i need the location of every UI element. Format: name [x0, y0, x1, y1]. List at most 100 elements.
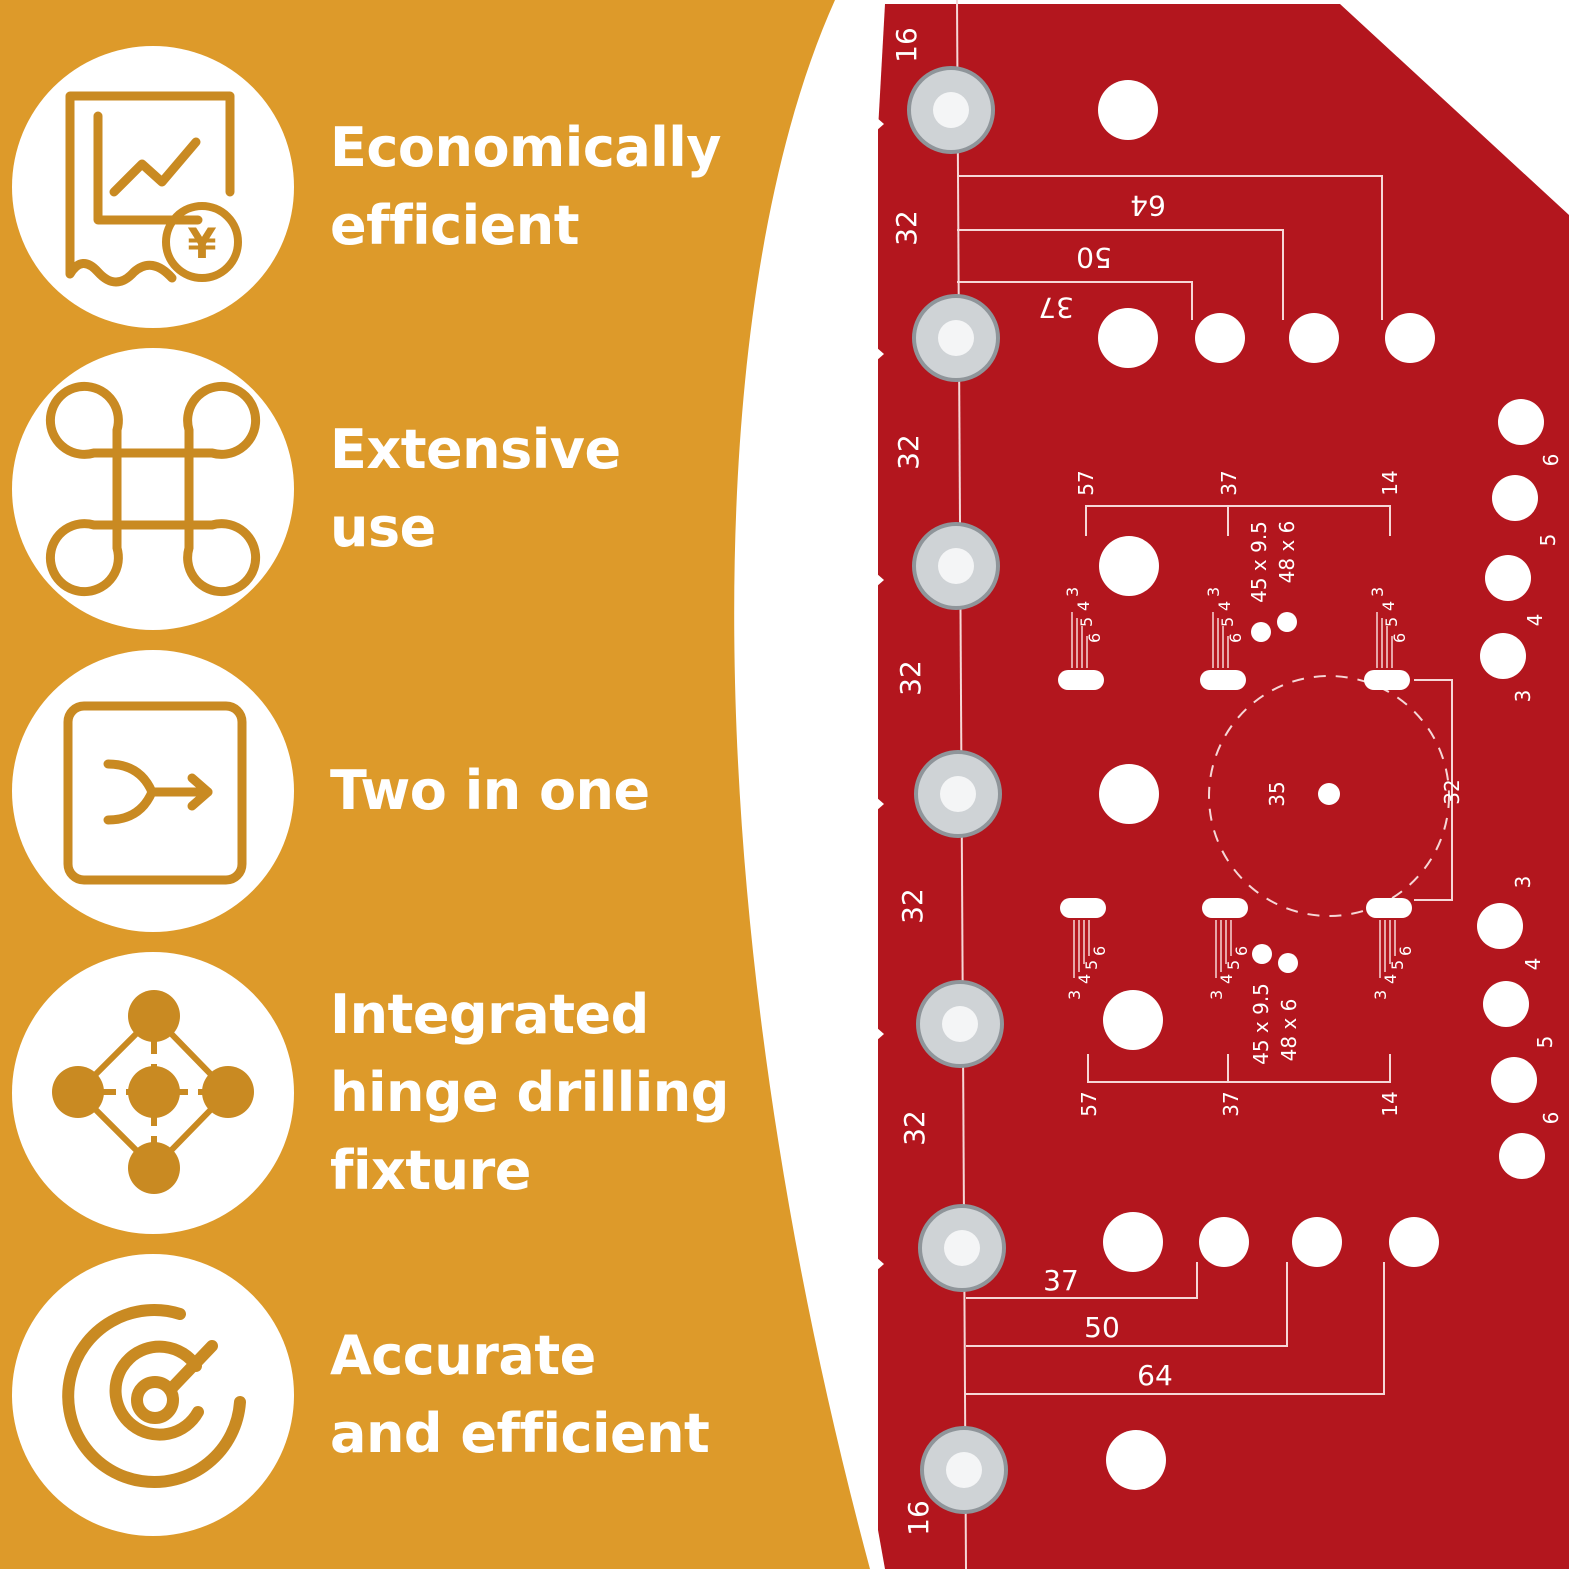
- feature-text-line: Extensive: [330, 418, 621, 481]
- edge-notches: [868, 110, 884, 1278]
- scale-digits-bottom: 3 4 5 6 3 4 5 6 3 4 5 6: [1065, 946, 1415, 1000]
- bottom-dim-label: 50: [1084, 1311, 1120, 1344]
- center-label: 32: [1440, 779, 1464, 804]
- column-label: 14: [1378, 1091, 1402, 1116]
- hinge-size-label: 45 x 9.5: [1249, 983, 1273, 1065]
- right-hole-label: 4: [1521, 958, 1545, 971]
- feature-text: Economically efficient: [330, 46, 721, 328]
- feature-text-line: Integrated: [330, 983, 649, 1046]
- scale-digit: 5: [1077, 617, 1096, 627]
- right-hole-label: 6: [1539, 1112, 1563, 1125]
- scale-digit: 5: [1388, 960, 1407, 970]
- feature-text: Two in one: [330, 650, 650, 932]
- scale-digit: 6: [1085, 633, 1104, 643]
- scale-digit: 6: [1090, 946, 1109, 956]
- feature-icon-circle: [12, 1254, 294, 1536]
- feature-text-line: Accurate: [330, 1324, 596, 1387]
- scale-digit: 3: [1063, 587, 1082, 597]
- bushing: [918, 1204, 1006, 1292]
- scale-digit: 5: [1382, 617, 1401, 627]
- bushing: [916, 980, 1004, 1068]
- scale-digit: 6: [1390, 633, 1409, 643]
- yen-symbol: ¥: [187, 219, 216, 268]
- feature-integrated-hinge-drilling: Integrated hinge drilling fixture: [12, 952, 812, 1242]
- feature-icon-circle: [12, 348, 294, 630]
- feature-text: Integrated hinge drilling fixture: [330, 952, 729, 1234]
- network-nodes-icon: [52, 990, 254, 1194]
- feature-icon-circle: [12, 952, 294, 1234]
- feature-text: Extensive use: [330, 348, 621, 630]
- hinge-size-label: 45 x 9.5: [1247, 521, 1271, 603]
- scale-digit: 4: [1379, 601, 1398, 611]
- right-hole-label: 4: [1523, 614, 1547, 627]
- column-label: 37: [1217, 470, 1241, 495]
- bushings: [907, 66, 1008, 1514]
- bushing: [914, 750, 1002, 838]
- bushing: [907, 66, 995, 154]
- bushing: [912, 522, 1000, 610]
- feature-two-in-one: Two in one: [12, 650, 812, 940]
- right-hole-label: 6: [1539, 454, 1563, 467]
- scale-digit: 4: [1215, 601, 1234, 611]
- top-dim-label: 50: [1076, 241, 1112, 274]
- chart-receipt-yen-icon: ¥: [65, 91, 242, 287]
- right-hole-label: 3: [1511, 690, 1535, 703]
- scale-digit: 4: [1381, 974, 1400, 984]
- column-label: 57: [1077, 1091, 1101, 1116]
- scale-digit: 5: [1218, 617, 1237, 627]
- column-label: 14: [1378, 470, 1402, 495]
- feature-text-line: and efficient: [330, 1402, 710, 1465]
- scale-digit: 3: [1207, 990, 1226, 1000]
- scale-digit: 4: [1074, 601, 1093, 611]
- feature-icon-circle: ¥: [12, 46, 294, 328]
- scale-digit: 4: [1075, 974, 1094, 984]
- edge-label: 32: [894, 660, 927, 696]
- edge-label: 32: [898, 1110, 931, 1146]
- scale-digit: 5: [1082, 960, 1101, 970]
- scale-digit: 3: [1371, 990, 1390, 1000]
- top-dim-label: 64: [1130, 189, 1166, 222]
- feature-text: Accurate and efficient: [330, 1254, 710, 1536]
- scale-digit: 6: [1232, 946, 1251, 956]
- plate-body: [878, 4, 1569, 1569]
- feature-text-line: hinge drilling: [330, 1061, 729, 1124]
- merge-arrow-icon: [63, 701, 247, 885]
- scale-ticks: [1071, 612, 1396, 978]
- feature-accurate-efficient: Accurate and efficient: [12, 1254, 812, 1544]
- edge-label: 16: [902, 1500, 935, 1536]
- scale-digit: 3: [1204, 587, 1223, 597]
- right-hole-label: 5: [1536, 534, 1560, 547]
- edge-label: 32: [896, 888, 929, 924]
- bushing: [912, 294, 1000, 382]
- hinge-size-label: 48 x 6: [1275, 521, 1299, 584]
- scale-digit: 6: [1396, 946, 1415, 956]
- feature-text-line: fixture: [330, 1139, 531, 1202]
- feature-text-line: use: [330, 496, 436, 559]
- top-dim-label: 37: [1038, 291, 1074, 324]
- scale-digits-top: 3 4 5 6 3 4 5 6 3 4 5 6: [1063, 587, 1409, 643]
- feature-text-line: Two in one: [330, 759, 650, 822]
- scale-digit: 3: [1065, 990, 1084, 1000]
- edge-label: 32: [890, 210, 923, 246]
- bottom-dim-label: 64: [1137, 1359, 1173, 1392]
- feature-extensive-use: Extensive use: [12, 348, 812, 638]
- feature-icon-circle: [12, 650, 294, 932]
- scale-digit: 6: [1226, 633, 1245, 643]
- feature-text-line: Economically: [330, 116, 721, 179]
- scale-digit: 4: [1217, 974, 1236, 984]
- hinge-cup-guide: [1208, 675, 1450, 917]
- right-hole-label: 3: [1511, 876, 1535, 889]
- column-label: 37: [1219, 1091, 1243, 1116]
- edge-label: 16: [890, 27, 923, 63]
- column-label: 57: [1074, 470, 1098, 495]
- spiral-ring-icon: [62, 1304, 246, 1489]
- plate-holes: [1058, 80, 1545, 1490]
- feature-economically-efficient: ¥ Economically efficient: [12, 46, 812, 336]
- command-clover-icon: [45, 381, 261, 597]
- bottom-dim-label: 37: [1043, 1264, 1079, 1297]
- scale-digit: 5: [1224, 960, 1243, 970]
- hinge-size-label: 48 x 6: [1277, 999, 1301, 1062]
- right-hole-label: 5: [1533, 1036, 1557, 1049]
